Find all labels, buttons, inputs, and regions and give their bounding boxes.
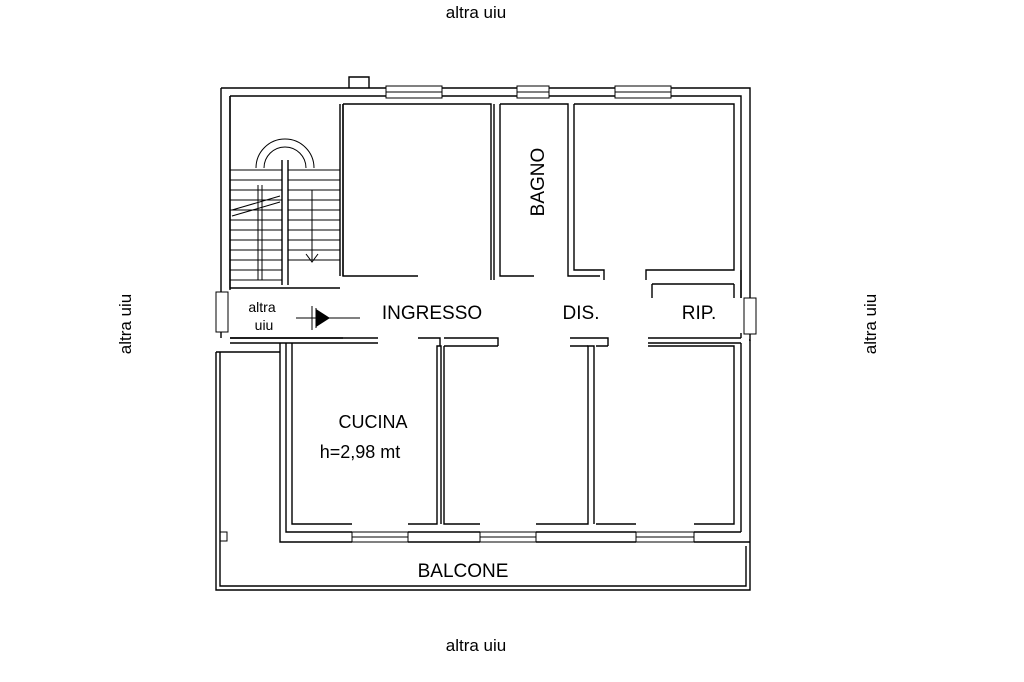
lower-rooms	[279, 340, 751, 543]
stair-note-line1: altra	[248, 299, 275, 315]
exterior-walls	[215, 76, 757, 341]
label-neighbor-left: altra uiu	[116, 294, 135, 354]
room-label-rip: RIP.	[682, 303, 717, 324]
room-label-balcone: BALCONE	[418, 561, 509, 582]
label-neighbor-right: altra uiu	[861, 294, 880, 354]
room-label-bagno: BAGNO	[528, 148, 549, 217]
label-neighbor-top: altra uiu	[446, 3, 506, 22]
room-label-ingresso: INGRESSO	[382, 303, 482, 324]
cucina-height-note: h=2,98 mt	[320, 442, 401, 462]
balcony	[215, 351, 751, 591]
label-neighbor-bottom: altra uiu	[446, 636, 506, 655]
entrance-door-icon	[296, 306, 360, 330]
room-label-dis: DIS.	[563, 303, 600, 324]
staircase	[229, 96, 344, 289]
stair-note-line2: uiu	[255, 317, 274, 333]
interior-walls	[230, 103, 742, 346]
room-label-cucina: CUCINA	[338, 412, 407, 432]
